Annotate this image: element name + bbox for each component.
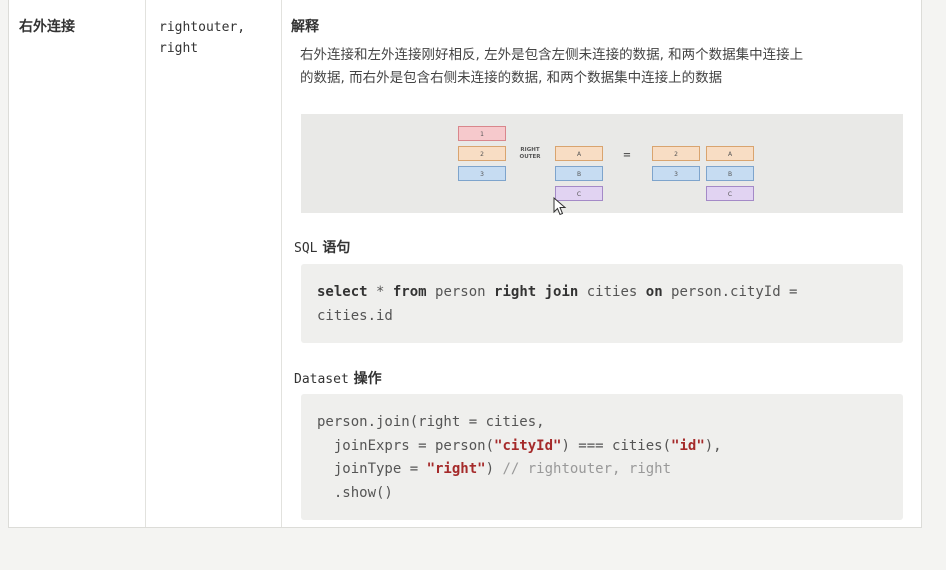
result-right-c-label: C [728, 191, 732, 198]
right-row-b-label: B [577, 171, 581, 178]
sql-section-title: SQL 语句 [294, 237, 350, 257]
result-left-2-label: 3 [674, 171, 678, 178]
join-type-1: rightouter, [159, 20, 246, 35]
dataset-section-title: Dataset 操作 [294, 368, 382, 388]
left-row-3-label: 3 [480, 171, 484, 178]
equals-sign: = [623, 150, 631, 161]
dataset-code-block: person.join(right = cities, joinExprs = … [301, 394, 903, 520]
right-row-a-label: A [577, 151, 582, 158]
result-right-a-label: A [728, 151, 733, 158]
result-right-b-label: B [728, 171, 732, 178]
dataset-code-line-2: joinExprs = person("cityId") === cities(… [317, 437, 722, 454]
join-diagram-svg: 1 2 3 RIGHT OUTER A B C = 2 3 A [458, 126, 754, 201]
join-type-2: right [159, 41, 199, 56]
right-row-b [555, 166, 603, 181]
join-diagram: 1 2 3 RIGHT OUTER A B C = 2 3 A [301, 114, 903, 213]
explanation-text: 右外连接和左外连接刚好相反, 左外是包含左侧未连接的数据, 和两个数据集中连接上… [300, 44, 900, 90]
result-left-1-label: 2 [674, 151, 678, 158]
sql-code-line-2: cities.id [317, 307, 393, 324]
left-row-3 [458, 166, 506, 181]
right-row-a [555, 146, 603, 161]
explanation-line-1: 右外连接和左外连接刚好相反, 左外是包含左侧未连接的数据, 和两个数据集中连接上 [300, 47, 804, 63]
result-right-b [706, 166, 754, 181]
join-name-cell: 右外连接 [19, 19, 75, 35]
dataset-title-mono: Dataset [294, 372, 349, 387]
dataset-code-line-3: joinType = "right") // rightouter, right [317, 461, 672, 477]
result-right-a [706, 146, 754, 161]
left-row-1-label: 1 [480, 131, 484, 138]
sql-title-cn: 语句 [322, 240, 351, 256]
dataset-title-cn: 操作 [353, 371, 382, 387]
left-row-2-label: 2 [480, 151, 484, 158]
result-left-1 [652, 146, 700, 161]
right-row-c-label: C [577, 191, 581, 198]
column-divider-1 [145, 0, 146, 527]
column-divider-2 [281, 0, 282, 527]
left-row-1 [458, 126, 506, 141]
dataset-code-line-4: .show() [317, 484, 393, 501]
sql-code-line-1: select * from person right join cities o… [317, 284, 798, 300]
operator-label-1: RIGHT [520, 147, 539, 153]
explanation-line-2: 的数据, 而右外是包含右侧未连接的数据, 和两个数据集中连接上的数据 [300, 70, 723, 86]
operator-label-2: OUTER [520, 154, 542, 160]
dataset-code-line-1: person.join(right = cities, [317, 414, 545, 430]
result-right-c [706, 186, 754, 201]
right-row-c [555, 186, 603, 201]
explanation-title: 解释 [291, 19, 319, 35]
mouse-cursor-icon [553, 197, 567, 216]
result-left-2 [652, 166, 700, 181]
sql-code-block: select * from person right join cities o… [301, 264, 903, 343]
sql-title-mono: SQL [294, 241, 318, 256]
join-type-cell: rightouter, right [159, 17, 245, 59]
left-row-2 [458, 146, 506, 161]
